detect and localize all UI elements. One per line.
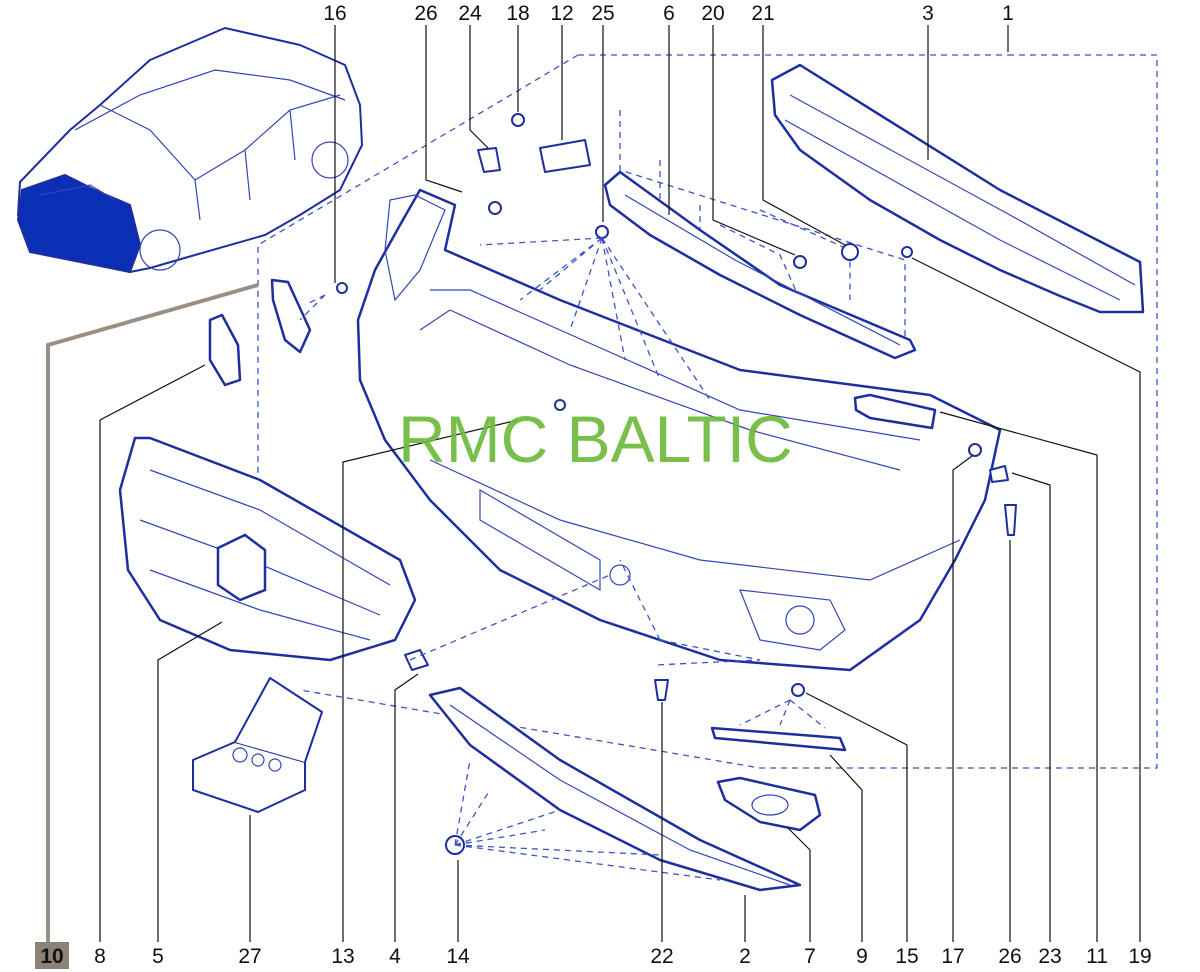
part-20-screw <box>793 255 807 269</box>
part-18-screw <box>511 113 525 127</box>
callout-6: 6 <box>663 2 675 25</box>
highlight-leader-10 <box>46 283 259 942</box>
callout-13: 13 <box>331 945 354 968</box>
part-26-screw-top <box>488 201 502 215</box>
part-17-nut <box>968 443 982 457</box>
bumper-cover <box>356 188 1002 672</box>
part-21-clip <box>841 243 859 261</box>
part-7-fog-bezel <box>716 776 822 832</box>
callout-24: 24 <box>458 2 482 25</box>
callout-2: 2 <box>739 945 751 968</box>
fastener-trajectories <box>299 237 826 881</box>
part-12-bracket <box>539 139 591 173</box>
part-2-lower-strip <box>428 686 802 892</box>
callout-9: 9 <box>856 945 868 968</box>
part-3-impact-beam <box>770 63 1145 314</box>
part-13-clip <box>554 399 566 411</box>
callout-17: 17 <box>941 945 964 968</box>
leaders-top <box>334 25 1009 283</box>
guide-frame-left <box>257 54 1008 480</box>
callouts-top: 16 26 24 18 12 25 6 20 21 3 1 <box>323 2 1014 25</box>
callout-25: 25 <box>591 2 614 25</box>
callouts-bottom: 10 8 5 27 13 4 14 22 2 7 9 15 17 26 23 1… <box>40 945 1151 968</box>
guide-frame-outer <box>299 54 1158 769</box>
part-27-fastener-kit <box>192 677 323 813</box>
leaders-bottom <box>46 257 1141 942</box>
callout-15: 15 <box>895 945 918 968</box>
callout-8: 8 <box>94 945 106 968</box>
logo-emblem <box>216 533 267 602</box>
callout-22: 22 <box>650 945 673 968</box>
callout-21: 21 <box>751 2 774 25</box>
callout-11: 11 <box>1086 945 1108 968</box>
part-11-right-bracket <box>853 393 937 430</box>
part-25-clip <box>595 225 609 239</box>
callout-19: 19 <box>1128 945 1151 968</box>
fasteners <box>336 113 1017 855</box>
highlight-box-10 <box>35 942 69 969</box>
guide-beam-fasteners <box>619 110 906 340</box>
callout-4: 4 <box>389 945 401 968</box>
part-22-push-pin <box>654 679 669 701</box>
vehicle-thumbnail <box>16 27 363 274</box>
callout-27: 27 <box>238 945 261 968</box>
callout-18: 18 <box>506 2 529 25</box>
callout-26-top: 26 <box>414 2 437 25</box>
front-bumper-highlight <box>16 173 142 274</box>
part-5-grille <box>118 436 417 662</box>
callout-16: 16 <box>323 2 346 25</box>
part-lateral-guide <box>270 278 312 354</box>
callout-3: 3 <box>922 2 934 25</box>
callout-1: 1 <box>1002 2 1014 25</box>
callout-26-bottom: 26 <box>998 945 1021 968</box>
part-16-screw <box>336 282 348 294</box>
part-26-screw-right <box>1004 504 1017 536</box>
part-19-screw <box>901 246 913 258</box>
callout-10: 10 <box>40 945 63 968</box>
callout-12: 12 <box>550 2 573 25</box>
callout-23: 23 <box>1038 945 1061 968</box>
callout-7: 7 <box>804 945 816 968</box>
part-9-trim-strip <box>710 726 847 752</box>
watermark: RMC BALTIC <box>398 402 793 476</box>
part-15-clip <box>791 683 805 697</box>
part-23-clip <box>989 465 1009 483</box>
part-24-clip <box>477 147 501 173</box>
part-6-upper-bracket <box>603 170 917 360</box>
part-4-cover <box>404 649 429 671</box>
part-8-side-bracket <box>208 313 242 387</box>
callout-20: 20 <box>701 2 724 25</box>
callout-5: 5 <box>152 945 164 968</box>
callout-14: 14 <box>446 945 470 968</box>
